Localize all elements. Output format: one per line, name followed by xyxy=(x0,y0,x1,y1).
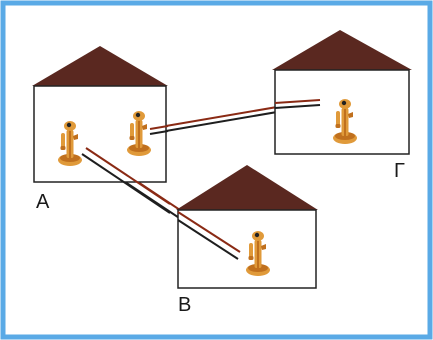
house-g xyxy=(272,30,412,155)
house-g-label: Γ xyxy=(394,160,405,182)
wire-a-to-b-end xyxy=(177,211,241,253)
house-a-roof xyxy=(32,46,168,86)
wire-a-to-g-inner xyxy=(149,125,169,135)
house-b-wall xyxy=(177,209,317,289)
house-g-roof xyxy=(272,30,412,70)
house-b-label: Β xyxy=(178,294,191,316)
house-b xyxy=(176,165,318,289)
house-a-wall xyxy=(33,85,167,183)
wire-a-to-b-inner xyxy=(81,147,171,214)
house-b-roof xyxy=(176,165,318,210)
house-a-label: Α xyxy=(36,191,50,213)
wire-a-to-g-end xyxy=(274,99,321,104)
